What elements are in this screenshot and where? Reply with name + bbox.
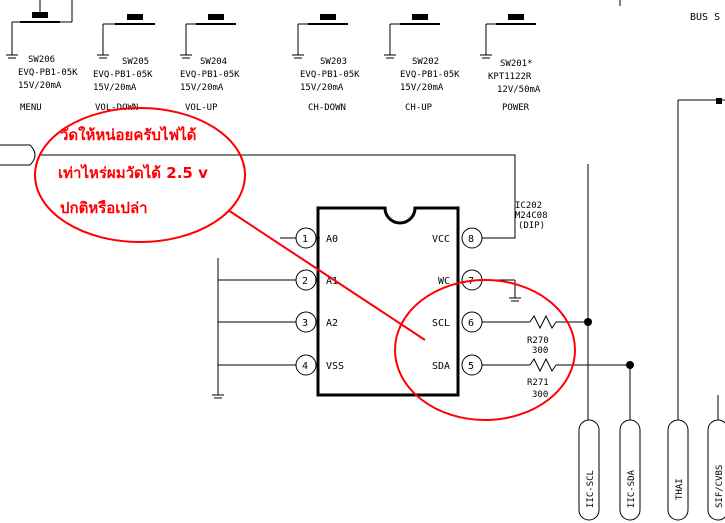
pin-3-num: 3: [302, 318, 308, 329]
pin-6-name: SCL: [432, 318, 450, 329]
sw204-ref: SW204: [200, 57, 227, 67]
pin-7-name: WC: [438, 276, 450, 287]
r271-value: 300: [532, 390, 548, 400]
sw204-func: VOL-UP: [185, 103, 218, 113]
r270-value: 300: [532, 346, 548, 356]
sw205-ref: SW205: [122, 57, 149, 67]
sw203-ref: SW203: [320, 57, 347, 67]
left-ground-symbol: [212, 394, 224, 399]
annotation-line-2: เท่าไหร่ผมวัดได้ 2.5 v: [58, 163, 208, 182]
sw202-ref: SW202: [412, 57, 439, 67]
ic-part: M24C08: [515, 211, 548, 221]
pin-3-name: A2: [326, 318, 338, 329]
iic-sda-label: IIC-SDA: [627, 469, 637, 508]
connector-iic-sda: IIC-SDA: [619, 419, 641, 521]
sw201-rating: 12V/50mA: [497, 85, 541, 95]
connector-iic-scl: IIC-SCL: [578, 419, 600, 521]
sw201-func: POWER: [502, 103, 530, 113]
thai-terminal: [716, 98, 722, 104]
resistor-r271: R271 300: [482, 357, 630, 400]
switch-sw204: SW204 EVQ-PB1-05K 15V/20mA VOL-UP: [180, 14, 240, 113]
annotation-ellipse-bus: [394, 279, 576, 421]
sw203-func: CH-DOWN: [308, 103, 346, 113]
vcc-wire: [40, 154, 516, 239]
sw206-rating: 15V/20mA: [18, 81, 62, 91]
sw206-ref: SW206: [28, 55, 55, 65]
sw206-part: EVQ-PB1-05K: [18, 68, 78, 78]
sw201-part: KPT1122R: [488, 72, 532, 82]
pin-8-name: VCC: [432, 234, 450, 245]
pin-8-num: 8: [468, 234, 474, 245]
connector-sif-cvbs: SIF/CVBS: [707, 419, 725, 521]
pin-4-name: VSS: [326, 361, 344, 372]
ic-body: [316, 206, 460, 397]
ic-pin-4: 4 VSS: [218, 354, 344, 376]
switch-sw202: SW202 EVQ-PB1-05K 15V/20mA CH-UP: [389, 14, 460, 113]
iic-scl-label: IIC-SCL: [586, 470, 596, 508]
pin-6-num: 6: [468, 318, 474, 329]
pin-1-num: 1: [302, 234, 308, 245]
sif-cvbs-label: SIF/CVBS: [715, 465, 725, 508]
switch-ground-symbols: [6, 54, 492, 59]
pin-2-name: A1: [326, 276, 338, 287]
pin-2-num: 2: [302, 276, 308, 287]
switch-sw201: SW201* KPT1122R 12V/50mA POWER: [485, 14, 541, 113]
switch-sw205: SW205 EVQ-PB1-05K 15V/20mA VOL-DOWN: [93, 14, 155, 113]
thai-label: THAI: [675, 478, 685, 500]
sw205-func: VOL-DOWN: [95, 103, 138, 113]
connector-thai: THAI: [667, 419, 689, 521]
pin-4-num: 4: [302, 361, 308, 372]
ic-package: (DIP): [518, 221, 545, 231]
pin-5-name: SDA: [432, 361, 450, 372]
sw206-func: MENU: [20, 103, 42, 113]
ic202: IC202 M24C08 (DIP) 1 A0 2 A1 3 A2 4 VSS: [218, 201, 548, 397]
ic-pin-8: 8 VCC: [432, 227, 483, 249]
resistor-r270: R270 300: [482, 314, 588, 356]
sw202-part: EVQ-PB1-05K: [400, 70, 460, 80]
annotation-ellipse-text: [34, 107, 246, 243]
annotation-pointer-line: [227, 209, 426, 341]
sw204-part: EVQ-PB1-05K: [180, 70, 240, 80]
annotation-line-1: วัดให้หน่อยครับไฟได้: [60, 125, 196, 144]
sw202-rating: 15V/20mA: [400, 83, 444, 93]
switch-sw206: SW206 EVQ-PB1-05K 15V/20mA MENU: [11, 0, 78, 113]
switch-sw203: SW203 EVQ-PB1-05K 15V/20mA CH-DOWN: [297, 14, 360, 113]
r271-ref: R271: [527, 378, 549, 388]
pin-5-num: 5: [468, 361, 474, 372]
sw204-rating: 15V/20mA: [180, 83, 224, 93]
sw201-ref: SW201*: [500, 59, 533, 69]
sw203-rating: 15V/20mA: [300, 83, 344, 93]
pin-1-name: A0: [326, 234, 338, 245]
sw202-func: CH-UP: [405, 103, 433, 113]
sw203-part: EVQ-PB1-05K: [300, 70, 360, 80]
sw205-part: EVQ-PB1-05K: [93, 70, 153, 80]
r270-ref: R270: [527, 336, 549, 346]
left-connector-stub: [0, 144, 36, 166]
ic-ref: IC202: [515, 201, 542, 211]
bus-label: BUS S: [690, 12, 720, 23]
ic-pin-2: 2 A1: [218, 269, 338, 291]
sw205-rating: 15V/20mA: [93, 83, 137, 93]
ic-pin-1: 1 A0: [280, 227, 338, 249]
ic-pin-3: 3 A2: [218, 311, 338, 333]
ic-pin-5: 5 SDA: [432, 354, 483, 376]
annotation-line-3: ปกติหรือเปล่า: [60, 199, 148, 217]
